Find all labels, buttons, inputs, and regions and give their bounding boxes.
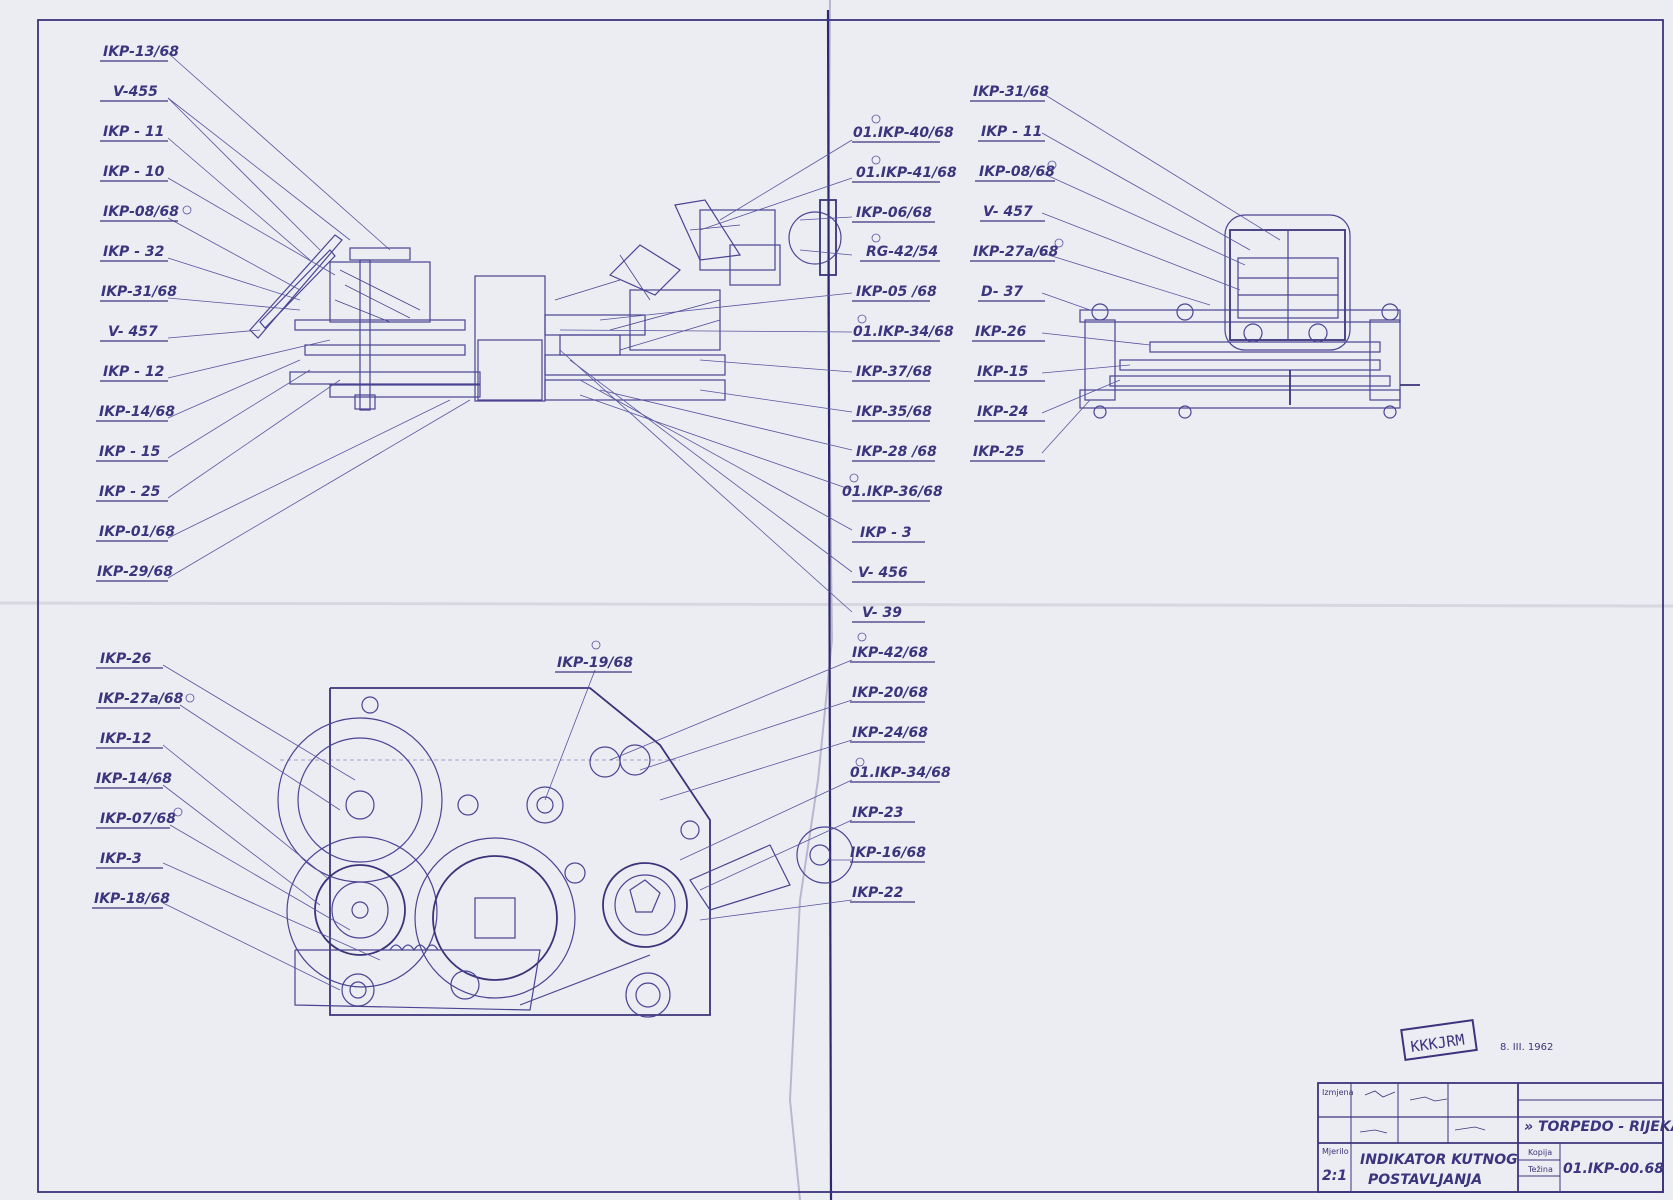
leaders-top-left (167, 52, 471, 579)
callout-label: IKP-31/68 (101, 284, 177, 300)
callout-label: IKP-06/68 (856, 205, 932, 221)
callout-label: IKP-15 (977, 364, 1029, 380)
leaders-top-right (1041, 92, 1281, 454)
callout-label: IKP-25 (973, 444, 1025, 460)
front-view-bottom (277, 687, 854, 1018)
section-view-top-left (249, 199, 842, 411)
callout-label: IKP-08/68 (979, 164, 1055, 180)
callout-label: IKP-18/68 (94, 891, 170, 907)
drawing-number: 01.IKP-00.68 (1563, 1161, 1664, 1177)
callout-labels-bottom-middle: IKP-42/68 IKP-20/68 IKP-24/68 01.IKP-34/… (850, 645, 951, 901)
callout-label: 01.IKP-36/68 (842, 484, 943, 500)
callout-labels-top-right: IKP-31/68 IKP - 11 IKP-08/68 V- 457 IKP-… (973, 84, 1059, 460)
callout-label: IKP-24/68 (852, 725, 928, 741)
callout-label: IKP-35/68 (856, 404, 932, 420)
callout-label: IKP-27a/68 (973, 244, 1059, 260)
title-block: Izmjena Mjerilo 2:1 INDIKATOR KUTNOG POS… (1317, 1082, 1673, 1193)
callout-label: V- 39 (862, 605, 902, 621)
callout-label: 01.IKP-41/68 (856, 165, 957, 181)
callout-label: V- 457 (983, 204, 1033, 220)
callout-label: RG-42/54 (866, 244, 938, 260)
callout-label: 01.IKP-40/68 (853, 125, 954, 141)
company-name: » TORPEDO - RIJEKA « (1524, 1119, 1673, 1135)
drawing-frame (37, 19, 1664, 1193)
callout-label: IKP - 11 (103, 124, 164, 140)
callout-labels-bottom-left: IKP-26 IKP-27a/68 IKP-12 IKP-14/68 IKP-0… (94, 651, 633, 907)
callout-label: IKP-3 (100, 851, 142, 867)
stamp-date: 8. III. 1962 (1500, 1042, 1553, 1053)
callout-label: IKP-08/68 (103, 204, 179, 220)
callout-label: IKP - 10 (103, 164, 165, 180)
callout-label: IKP - 11 (981, 124, 1042, 140)
callout-label: IKP - 3 (860, 525, 912, 541)
side-view-top-right (1079, 214, 1420, 419)
revision-markers (173, 114, 1064, 817)
callout-label: IKP-42/68 (852, 645, 928, 661)
callout-label: IKP-05 /68 (856, 284, 937, 300)
callout-label: IKP - 32 (103, 244, 164, 260)
callout-label: IKP-19/68 (557, 655, 633, 671)
callout-label: V- 457 (108, 324, 158, 340)
callout-label: IKP-14/68 (96, 771, 172, 787)
callout-label: 01.IKP-34/68 (850, 765, 951, 781)
callout-label: IKP - 12 (103, 364, 164, 380)
callout-label: IKP-16/68 (850, 845, 926, 861)
callout-label: IKP-01/68 (99, 524, 175, 540)
field-tezina: Težina (1527, 1165, 1553, 1174)
leaders-bottom (162, 659, 853, 991)
callout-label: V-455 (113, 84, 158, 100)
callout-label: IKP-28 /68 (856, 444, 937, 460)
callout-label: IKP-27a/68 (98, 691, 184, 707)
callout-label: IKP-22 (852, 885, 903, 901)
callout-label: D- 37 (981, 284, 1023, 300)
callout-label: IKP-26 (975, 324, 1027, 340)
callout-label: IKP-14/68 (99, 404, 175, 420)
callout-label: IKP-31/68 (973, 84, 1049, 100)
field-kopija: Kopija (1528, 1148, 1552, 1157)
callout-label: IKP - 15 (99, 444, 161, 460)
scale-value: 2:1 (1322, 1168, 1347, 1184)
callout-label: IKP-29/68 (97, 564, 173, 580)
callout-label: IKP-20/68 (852, 685, 928, 701)
callout-label: IKP - 25 (99, 484, 161, 500)
callout-label: 01.IKP-34/68 (853, 324, 954, 340)
callout-label: IKP-23 (852, 805, 903, 821)
callout-label: IKP-37/68 (856, 364, 932, 380)
callout-label: V- 456 (858, 565, 908, 581)
scale-label: Mjerilo (1322, 1147, 1349, 1156)
drawing-title: INDIKATOR KUTNOG (1360, 1152, 1518, 1168)
callout-label: IKP-13/68 (103, 44, 179, 60)
leaders-top-middle (559, 139, 853, 613)
callout-label: IKP-07/68 (100, 811, 176, 827)
callout-label: IKP-24 (977, 404, 1028, 420)
callout-labels-top-left: IKP-13/68 V-455 IKP - 11 IKP - 10 IKP-08… (97, 44, 179, 580)
revision-label: Izmjena (1322, 1088, 1354, 1097)
callout-label: IKP-12 (100, 731, 151, 747)
drawing-subtitle: POSTAVLJANJA (1368, 1172, 1482, 1188)
callout-labels-top-middle: 01.IKP-40/68 01.IKP-41/68 IKP-06/68 RG-4… (842, 125, 957, 621)
callout-label: IKP-26 (100, 651, 152, 667)
